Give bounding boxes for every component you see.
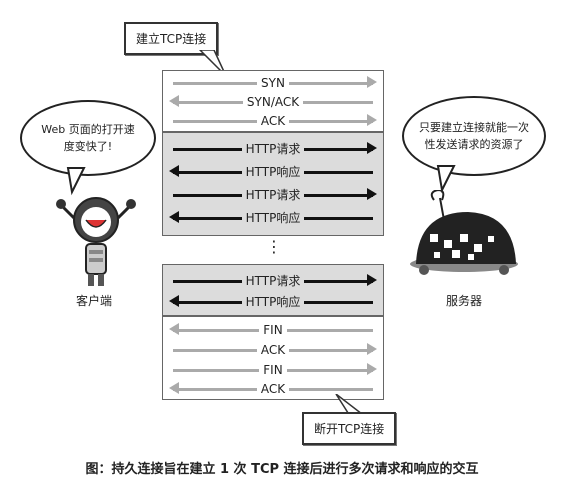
arrow-left-icon (169, 382, 179, 394)
ack-row: ACK (163, 379, 383, 399)
client-speech-bubble: Web 页面的打开速度变快了! (20, 100, 156, 176)
arrow-right-icon (367, 142, 377, 154)
server-speech-bubble: 只要建立连接就能一次性发送请求的资源了 (402, 96, 546, 176)
fin-row: FIN (163, 360, 383, 380)
ack-row: ACK (163, 340, 383, 360)
close-connection-callout: 断开TCP连接 (302, 412, 397, 445)
ack-label: ACK (256, 343, 290, 357)
synack-label: SYN/ACK (242, 95, 304, 109)
server-bubble-tail (436, 165, 456, 194)
arrow-right-icon (367, 343, 377, 355)
arrow-right-icon (367, 188, 377, 200)
http-exchange-block-1: HTTP请求 HTTP响应 HTTP请求 HTTP响应 (162, 132, 384, 236)
syn-row: SYN (163, 73, 383, 93)
ack-row: ACK (163, 111, 383, 131)
http-exchange-block-2: HTTP请求 HTTP响应 (162, 264, 384, 316)
client-bubble-tail (66, 167, 86, 196)
server-label: 服务器 (446, 294, 483, 308)
http-request-label: HTTP请求 (241, 274, 305, 288)
fin-label: FIN (259, 363, 287, 377)
establish-callout-pointer (198, 50, 227, 77)
ack-label: ACK (256, 382, 290, 396)
http-response-row: HTTP响应 (163, 208, 383, 228)
arrow-right-icon (367, 363, 377, 375)
synack-row: SYN/ACK (163, 92, 383, 112)
close-connection-label: 断开TCP连接 (314, 422, 385, 436)
http-response-label: HTTP响应 (241, 165, 305, 179)
server-robot-icon (410, 190, 518, 275)
http-response-row: HTTP响应 (163, 292, 383, 312)
arrow-left-icon (169, 211, 179, 223)
http-request-label: HTTP请求 (241, 188, 305, 202)
http-request-row: HTTP请求 (163, 185, 383, 205)
http-request-row: HTTP请求 (163, 271, 383, 291)
arrow-left-icon (169, 295, 179, 307)
arrow-left-icon (169, 323, 179, 335)
handshake-block: SYN SYN/ACK ACK (162, 70, 384, 132)
http-request-label: HTTP请求 (241, 142, 305, 156)
client-robot-icon (56, 197, 136, 286)
arrow-right-icon (367, 76, 377, 88)
syn-label: SYN (257, 76, 289, 90)
client-label: 客户端 (76, 294, 113, 308)
continuation-ellipsis: ⋮ (266, 237, 282, 256)
arrow-right-icon (367, 274, 377, 286)
teardown-block: FIN ACK FIN ACK (162, 316, 384, 400)
fin-label: FIN (259, 323, 287, 337)
http-request-row: HTTP请求 (163, 139, 383, 159)
figure-caption: 图：持久连接旨在建立 1 次 TCP 连接后进行多次请求和响应的交互 (85, 462, 479, 477)
fin-row: FIN (163, 320, 383, 340)
establish-connection-callout: 建立TCP连接 (124, 22, 219, 55)
arrow-left-icon (169, 95, 179, 107)
http-response-label: HTTP响应 (241, 295, 305, 309)
http-response-row: HTTP响应 (163, 162, 383, 182)
establish-connection-label: 建立TCP连接 (136, 32, 207, 46)
http-response-label: HTTP响应 (241, 211, 305, 225)
arrow-right-icon (367, 114, 377, 126)
ack-label: ACK (256, 114, 290, 128)
arrow-left-icon (169, 165, 179, 177)
